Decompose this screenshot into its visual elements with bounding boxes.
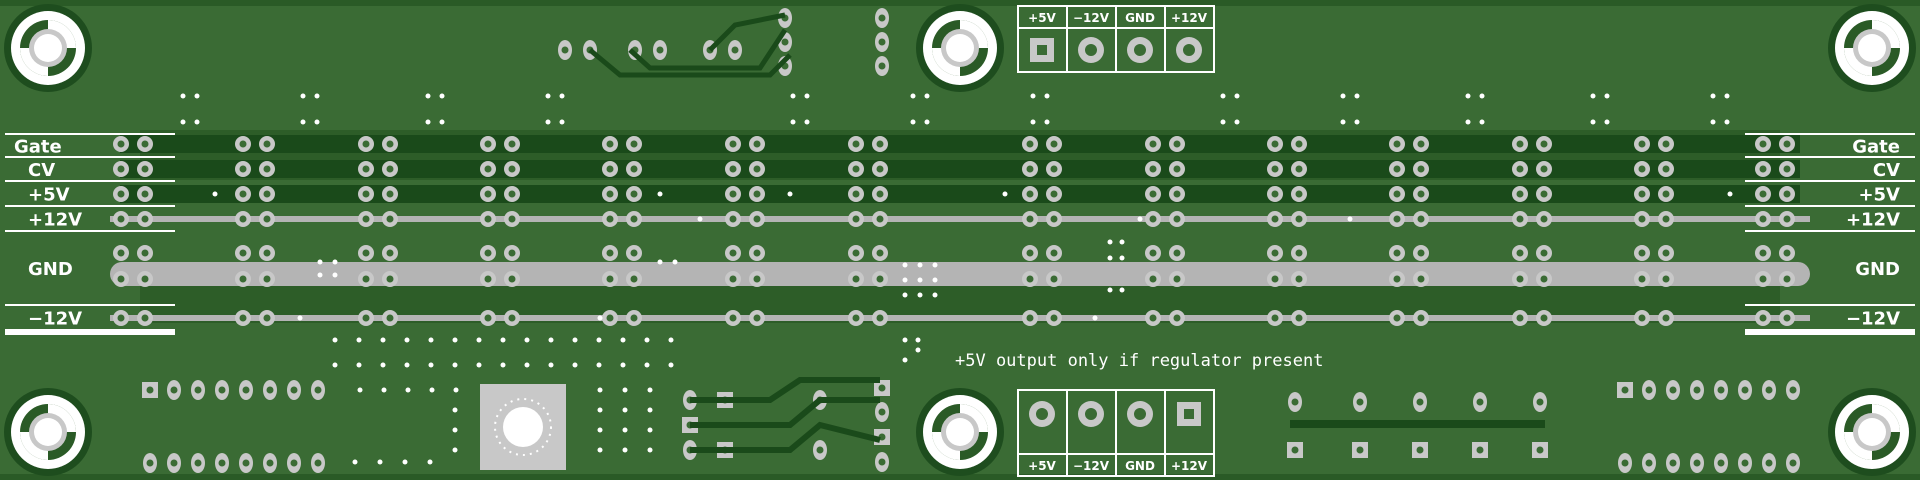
bus-connector xyxy=(1145,136,1185,326)
rail-label-cv-left: CV xyxy=(28,160,55,181)
top-components xyxy=(588,12,792,78)
vias xyxy=(180,93,1733,465)
power-top-label-3: GND xyxy=(1125,11,1155,25)
rail-label-p5v-right: +5V xyxy=(1858,185,1900,206)
bus-connector xyxy=(113,136,153,326)
rail-label-cv-right: CV xyxy=(1873,160,1900,181)
power-bottom-label-3: GND xyxy=(1125,459,1155,473)
power-bottom-label-2: −12V xyxy=(1073,459,1110,473)
bus-connector xyxy=(358,136,398,326)
rail-label-p12v-left: +12V xyxy=(28,210,82,231)
bus-connector xyxy=(1389,136,1429,326)
bus-connector xyxy=(602,136,642,326)
power-header-bottom: +5V −12V GND +12V xyxy=(1017,389,1215,477)
bus-connector xyxy=(1755,136,1795,326)
rail-label-gate-left: Gate xyxy=(14,137,62,158)
trace-plus12v xyxy=(110,216,1810,222)
bus-connector xyxy=(848,136,888,326)
regulator-note: +5V output only if regulator present xyxy=(955,351,1323,371)
trace-gnd xyxy=(110,262,1810,286)
bus-connector xyxy=(235,136,275,326)
rail-label-p5v-left: +5V xyxy=(28,185,70,206)
power-bottom-label-1: +5V xyxy=(1028,459,1056,473)
rail-label-gate-right: Gate xyxy=(1852,137,1900,158)
trace-minus12v xyxy=(110,315,1810,321)
power-top-label-1: +5V xyxy=(1028,11,1056,25)
bus-connectors xyxy=(113,136,1795,326)
bus-connector xyxy=(1267,136,1307,326)
bottom-components xyxy=(690,377,881,453)
regulator-footprint xyxy=(480,384,566,470)
rail-label-gnd-left: GND xyxy=(28,259,73,280)
mounting-hole xyxy=(916,4,1004,92)
mounting-hole xyxy=(916,388,1004,476)
power-bottom-label-4: +12V xyxy=(1171,459,1208,473)
bus-connector xyxy=(725,136,765,326)
bus-connector xyxy=(1022,136,1062,326)
rail-label-gnd-right: GND xyxy=(1855,259,1900,280)
power-header-top: +5V −12V GND +12V xyxy=(1017,5,1215,73)
mounting-holes xyxy=(4,4,1916,476)
rail-label-p12v-right: +12V xyxy=(1846,210,1900,231)
bus-connector xyxy=(480,136,520,326)
mounting-hole xyxy=(4,4,92,92)
power-top-label-4: +12V xyxy=(1171,11,1208,25)
bus-connector xyxy=(1634,136,1674,326)
bus-connector xyxy=(1512,136,1552,326)
rail-label-m12v-right: −12V xyxy=(1846,309,1900,330)
rail-label-m12v-left: −12V xyxy=(28,309,82,330)
power-top-label-2: −12V xyxy=(1073,11,1110,25)
mounting-hole xyxy=(1828,4,1916,92)
mounting-hole xyxy=(4,388,92,476)
mounting-hole xyxy=(1828,388,1916,476)
